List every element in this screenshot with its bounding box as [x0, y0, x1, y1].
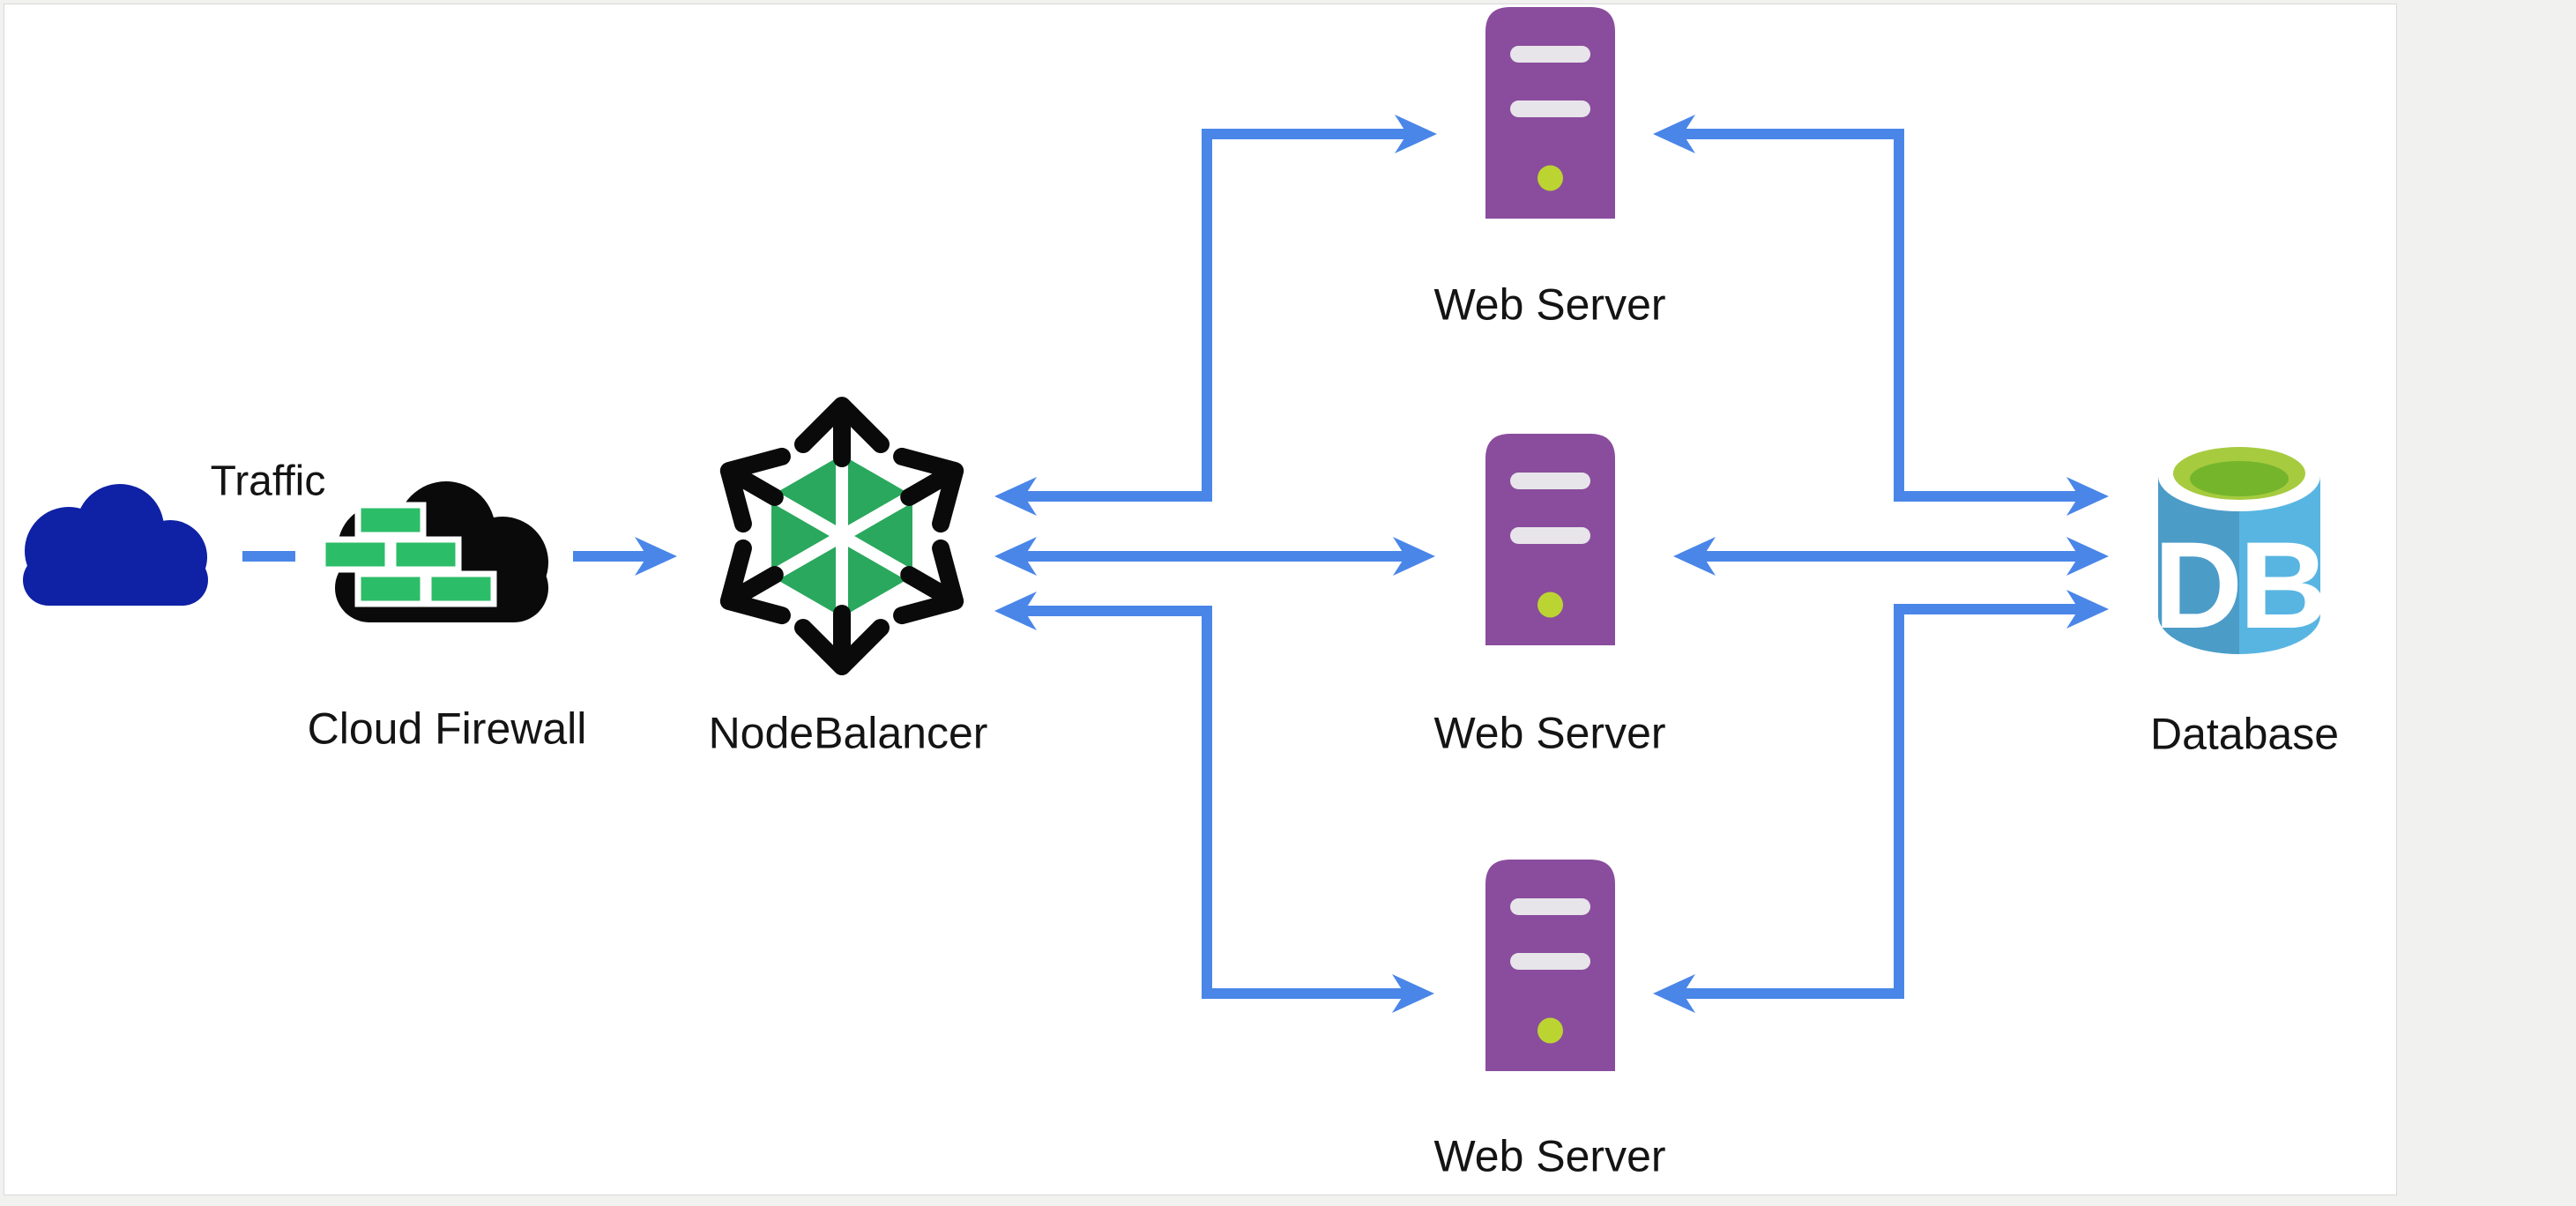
server-tower-icon [1485, 434, 1615, 645]
server-tower-icon [1485, 7, 1615, 219]
label-database: Database [2149, 709, 2340, 759]
server-slot [1510, 46, 1590, 63]
server-slot [1510, 898, 1590, 915]
server-tower-icon [1485, 860, 1615, 1071]
load-balancer-hexagon-icon [719, 397, 964, 675]
server-slot [1510, 527, 1590, 544]
label-web-server-middle: Web Server [1433, 708, 1666, 758]
database-top-inner [2190, 461, 2289, 496]
server-slot [1510, 473, 1590, 489]
label-web-server-top: Web Server [1433, 279, 1666, 330]
firewall-bricks [319, 502, 497, 607]
database-icon-text: DB [2158, 516, 2320, 654]
label-traffic: Traffic [210, 458, 326, 505]
database-body-left [2158, 476, 2239, 654]
balancer-out-arrows [719, 397, 964, 675]
label-web-server-bottom: Web Server [1433, 1131, 1666, 1181]
firewall-cloud-icon [319, 481, 548, 622]
balancer-spokes [768, 455, 916, 617]
server-slot [1510, 953, 1590, 970]
server-led [1537, 592, 1563, 618]
label-nodebalancer: NodeBalancer [708, 708, 988, 758]
server-led [1537, 165, 1563, 191]
database-cylinder-icon: DB [2158, 441, 2320, 654]
cloud-icon [23, 484, 208, 606]
label-cloud-firewall: Cloud Firewall [307, 704, 587, 754]
server-led [1537, 1017, 1563, 1044]
server-slot [1510, 100, 1590, 117]
